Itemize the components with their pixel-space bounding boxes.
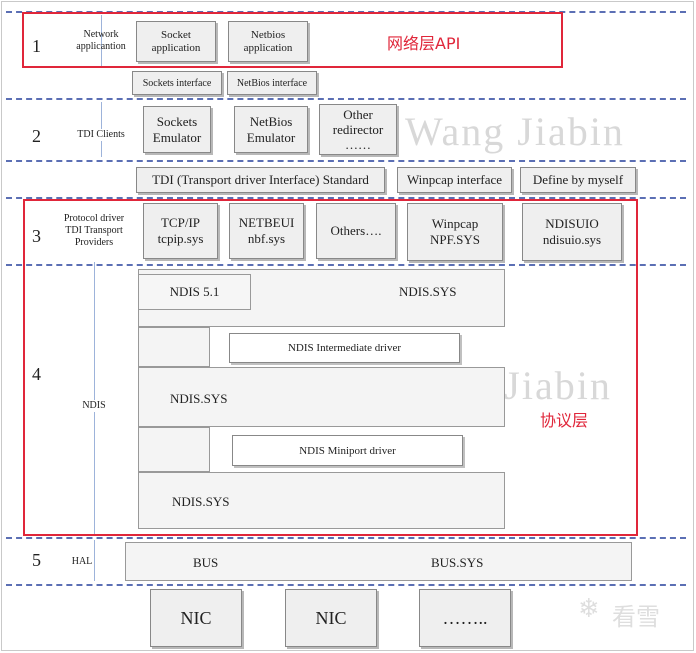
- ndis-sys-mid-label: NDIS.SYS: [170, 391, 228, 406]
- tcpip-label: TCP/IP tcpip.sys: [157, 215, 204, 246]
- winpcap-npf-box: Winpcap NPF.SYS: [407, 203, 503, 261]
- layer-label-tdi-clients: TDI Clients: [70, 129, 132, 141]
- winpcap-interface-box: Winpcap interface: [397, 167, 512, 193]
- site-watermark-label: 看雪: [612, 603, 660, 631]
- netbios-interface-box: NetBios interface: [227, 71, 317, 95]
- define-by-myself-label: Define by myself: [532, 172, 624, 187]
- layer-number-3: 3: [32, 226, 41, 246]
- netbios-application-label: Netbios application: [243, 28, 293, 54]
- socket-application-box: Socket application: [136, 21, 216, 62]
- nic-1-label: NIC: [180, 607, 212, 628]
- ndis-bottom-box: [138, 472, 505, 529]
- nic-2-label: NIC: [315, 607, 347, 628]
- protocol-layer-label: 协议层: [540, 411, 589, 430]
- ndis-51-box: NDIS 5.1: [138, 274, 251, 310]
- socket-application-label: Socket application: [151, 28, 201, 54]
- nic-more-box: ……..: [419, 589, 511, 647]
- ndis-intermediate-driver-label: NDIS Intermediate driver: [287, 342, 401, 354]
- netbios-interface-label: NetBios interface: [236, 77, 308, 89]
- protocol-layer-highlight: [23, 199, 638, 536]
- snowflake-icon: ❄: [578, 594, 600, 624]
- netbeui-label: NETBEUI nbf.sys: [238, 215, 295, 246]
- tdi-standard-box: TDI (Transport driver Interface) Standar…: [136, 167, 385, 193]
- sockets-emulator-label: Sockets Emulator: [152, 113, 202, 145]
- layer-label-network-application: Network applicantion: [76, 29, 126, 52]
- watermark: Wang Jiabin: [405, 109, 625, 154]
- ndis-intermediate-driver-box: NDIS Intermediate driver: [229, 333, 460, 363]
- bus-box: [125, 542, 632, 581]
- others-label: Others….: [330, 223, 382, 238]
- others-box: Others….: [316, 203, 396, 259]
- tdi-standard-label: TDI (Transport driver Interface) Standar…: [152, 172, 369, 187]
- sockets-interface-box: Sockets interface: [132, 71, 222, 95]
- winpcap-interface-label: Winpcap interface: [406, 172, 503, 187]
- ndisuio-label: NDISUIO ndisuio.sys: [542, 216, 602, 247]
- bus-sys-label: BUS.SYS: [431, 555, 484, 570]
- sockets-emulator-box: Sockets Emulator: [143, 106, 211, 153]
- ndis-arrow: [94, 262, 95, 534]
- bus-label: BUS: [193, 555, 219, 570]
- ndis-miniport-driver-label: NDIS Miniport driver: [299, 444, 396, 457]
- layer-label-hal: HAL: [70, 556, 94, 568]
- winpcap-npf-label: Winpcap NPF.SYS: [430, 216, 480, 247]
- tcpip-box: TCP/IP tcpip.sys: [143, 203, 218, 259]
- ndis-miniport-driver-box: NDIS Miniport driver: [232, 435, 463, 466]
- network-layer-api-highlight: [22, 12, 563, 68]
- layer-separator: [6, 264, 686, 266]
- layer-number-5: 5: [32, 550, 41, 570]
- ndis-left-block-1: [138, 327, 210, 367]
- netbios-application-box: Netbios application: [228, 21, 308, 62]
- netbios-emulator-box: NetBios Emulator: [234, 106, 308, 153]
- ndis-sys-bottom-label: NDIS.SYS: [172, 494, 230, 509]
- nic-2-box: NIC: [285, 589, 377, 647]
- ndis-left-block-2: [138, 427, 210, 472]
- layer-separator: [6, 584, 686, 586]
- netbios-emulator-label: NetBios Emulator: [246, 113, 296, 145]
- network-layer-api-label: 网络层API: [387, 34, 461, 53]
- sockets-interface-label: Sockets interface: [142, 77, 212, 89]
- other-redirector-box: Other redirector ……: [319, 104, 397, 155]
- nic-1-box: NIC: [150, 589, 242, 647]
- ndisuio-box: NDISUIO ndisuio.sys: [522, 203, 622, 261]
- layer-separator: [6, 537, 686, 539]
- layer-number-1: 1: [32, 36, 41, 56]
- hal-arrow: [94, 540, 95, 581]
- netbeui-box: NETBEUI nbf.sys: [229, 203, 304, 259]
- nic-more-label: ……..: [442, 607, 488, 628]
- layer-number-2: 2: [32, 126, 41, 146]
- other-redirector-label: Other redirector ……: [332, 107, 384, 152]
- layer-number-4: 4: [32, 364, 41, 384]
- layer-separator: [6, 160, 686, 162]
- ndis-51-label: NDIS 5.1: [169, 284, 220, 299]
- layer-label-protocol-driver: Protocol driver TDI Transport Providers: [63, 213, 125, 248]
- define-by-myself-box: Define by myself: [520, 167, 636, 193]
- layer-separator: [6, 197, 686, 199]
- ndis-mid-box: [138, 367, 505, 427]
- layer-separator: [6, 98, 686, 100]
- ndis-sys-top-label: NDIS.SYS: [399, 284, 457, 299]
- layer1-arrow: [101, 15, 102, 67]
- layer-label-ndis: NDIS: [76, 400, 112, 412]
